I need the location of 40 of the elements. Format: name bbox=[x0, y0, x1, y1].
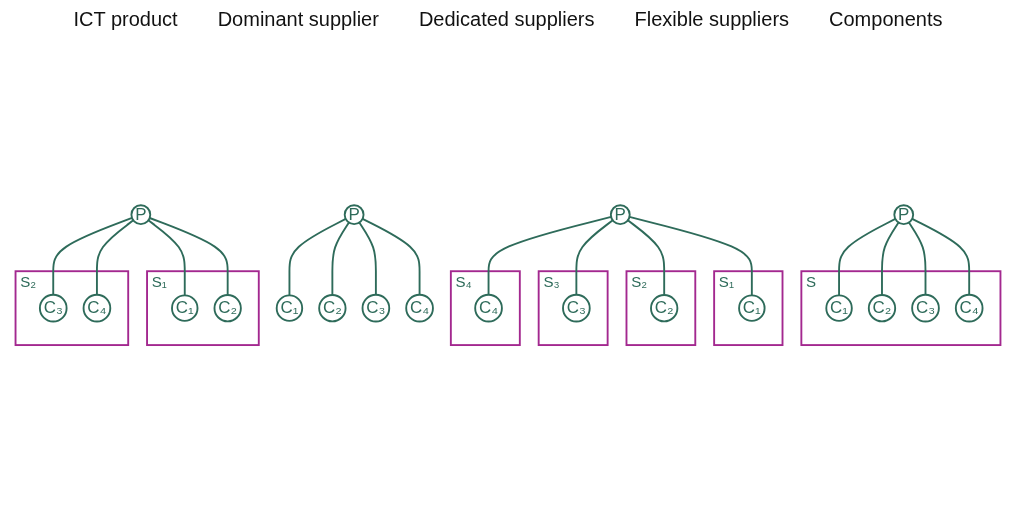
node-circle: P bbox=[609, 204, 631, 226]
connector bbox=[487, 216, 613, 296]
node-circle: C₂ bbox=[867, 294, 897, 323]
connector bbox=[52, 217, 133, 296]
node-circle: C₁ bbox=[825, 294, 853, 322]
connector bbox=[911, 217, 971, 296]
connector bbox=[881, 221, 900, 296]
connector bbox=[575, 219, 614, 296]
panel-label: Dominant supplier bbox=[217, 8, 379, 31]
node-circle: C₃ bbox=[911, 293, 940, 323]
connector bbox=[628, 216, 753, 297]
node-circle: P bbox=[130, 204, 152, 226]
connector bbox=[147, 219, 186, 297]
connector bbox=[148, 217, 229, 296]
node-circle: C₄ bbox=[405, 293, 434, 323]
panel-label: Dedicated suppliers bbox=[418, 8, 595, 31]
node-circle: C₁ bbox=[171, 294, 199, 322]
node-circle: C₄ bbox=[954, 293, 984, 323]
panel-label: Flexible suppliers bbox=[634, 8, 790, 31]
node-circle: C₄ bbox=[82, 293, 112, 323]
node-circle: P bbox=[343, 204, 365, 226]
node-circle: C₂ bbox=[213, 294, 242, 323]
connector bbox=[331, 221, 350, 296]
connector bbox=[361, 217, 421, 296]
node-circle: C₃ bbox=[38, 293, 68, 323]
panel-label: Components bbox=[829, 8, 943, 31]
connector bbox=[626, 219, 666, 296]
node-circle: C₁ bbox=[738, 294, 766, 322]
node-circle: C₃ bbox=[562, 293, 591, 323]
node-circle: C₂ bbox=[650, 294, 679, 323]
node-circle: P bbox=[893, 204, 915, 226]
node-circle: C₄ bbox=[474, 293, 503, 323]
connector bbox=[358, 221, 377, 296]
connector bbox=[288, 218, 347, 297]
connector bbox=[908, 221, 927, 296]
panel-label: ICT product bbox=[73, 8, 178, 31]
node-circle: C₁ bbox=[275, 294, 304, 322]
connector bbox=[96, 219, 135, 296]
node-circle: C₂ bbox=[318, 294, 347, 323]
node-circle: C₃ bbox=[361, 293, 391, 323]
